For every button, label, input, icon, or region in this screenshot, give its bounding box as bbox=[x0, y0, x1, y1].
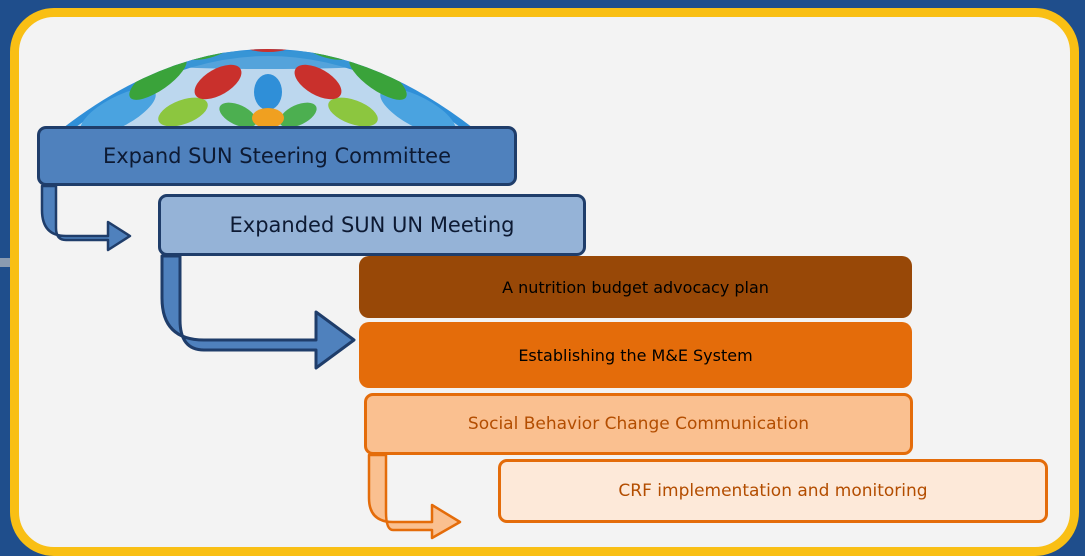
step-box-crf-implementation: CRF implementation and monitoring bbox=[498, 459, 1048, 523]
step-box-un-meeting: Expanded SUN UN Meeting bbox=[158, 194, 586, 256]
step-box-steering-committee: Expand SUN Steering Committee bbox=[37, 126, 517, 186]
step-label: Social Behavior Change Communication bbox=[467, 414, 810, 434]
step-box-budget-advocacy: A nutrition budget advocacy plan bbox=[359, 256, 912, 318]
stained-glass-dome-decoration bbox=[63, 49, 473, 128]
flow-connectors bbox=[40, 184, 462, 540]
step-label: A nutrition budget advocacy plan bbox=[502, 277, 769, 297]
connector-arrow-3 bbox=[367, 453, 462, 540]
step-box-me-system: Establishing the M&E System bbox=[359, 322, 912, 388]
step-label: Establishing the M&E System bbox=[518, 345, 753, 365]
connector-arrow-2 bbox=[160, 254, 356, 370]
step-label: CRF implementation and monitoring bbox=[618, 481, 928, 501]
step-label: Expand SUN Steering Committee bbox=[102, 144, 452, 168]
step-box-sbcc: Social Behavior Change Communication bbox=[364, 393, 913, 455]
step-label: Expanded SUN UN Meeting bbox=[229, 213, 515, 237]
connector-arrow-1 bbox=[40, 184, 132, 252]
